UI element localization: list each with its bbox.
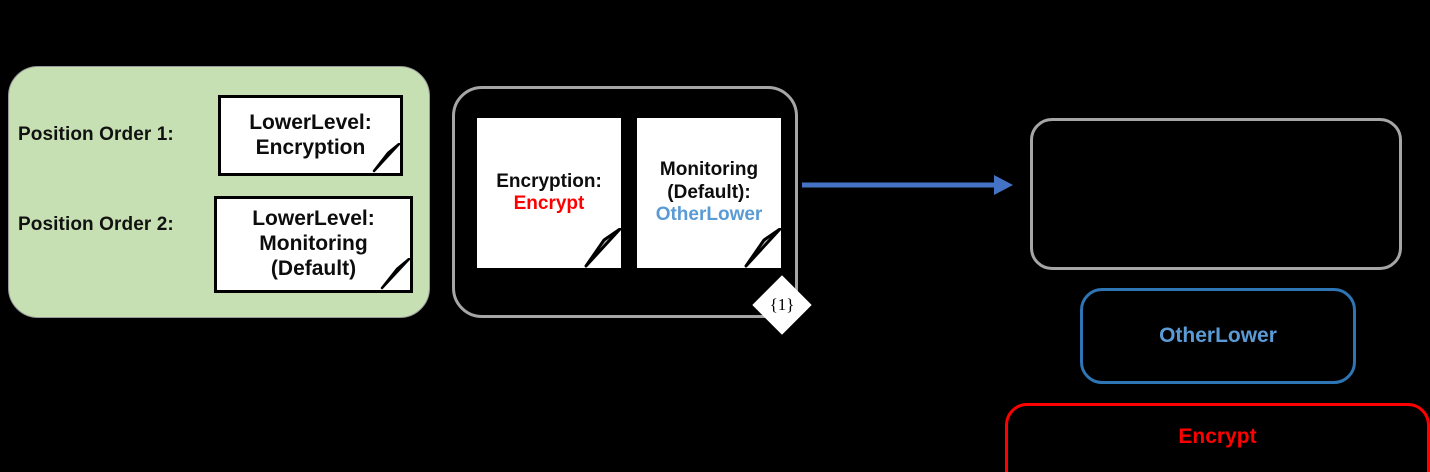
- note-monitoring-text: Monitoring (Default): OtherLower: [650, 159, 769, 226]
- result-box-encrypt: Encrypt: [1005, 403, 1430, 472]
- middle-slot-container: [452, 86, 798, 318]
- note-line-2: Monitoring: [259, 232, 368, 256]
- note-lowerlevel-encryption-text: LowerLevel: Encryption: [243, 111, 378, 161]
- multiplicity-marker: {1}: [752, 275, 812, 335]
- note-encryption-text: Encryption: Encrypt: [490, 171, 608, 216]
- page-fold-icon: [581, 228, 621, 268]
- result-box-otherlower: OtherLower: [1080, 288, 1356, 384]
- note-key-line-2: (Default):: [667, 181, 751, 203]
- note-value: Encrypt: [513, 193, 585, 214]
- note-line-1: LowerLevel:: [249, 110, 372, 134]
- note-line-1: LowerLevel:: [252, 207, 375, 231]
- position-order-1-label: Position Order 1:: [18, 124, 174, 145]
- position-order-2-label: Position Order 2:: [18, 214, 174, 235]
- note-value: OtherLower: [655, 204, 763, 226]
- note-key: Encryption:: [496, 170, 602, 192]
- note-monitoring-otherlower: Monitoring (Default): OtherLower: [634, 115, 784, 271]
- note-line-2: Encryption: [255, 135, 366, 159]
- note-lowerlevel-monitoring: LowerLevel: Monitoring (Default): [214, 196, 413, 293]
- note-encryption-encrypt: Encryption: Encrypt: [474, 115, 624, 271]
- note-line-3: (Default): [270, 256, 357, 280]
- result-encrypt-label: Encrypt: [1178, 425, 1257, 448]
- flow-arrow-icon: [802, 175, 1013, 195]
- note-lowerlevel-monitoring-text: LowerLevel: Monitoring (Default): [246, 207, 381, 281]
- result-empty-box: [1030, 118, 1402, 270]
- note-key-line-1: Monitoring: [659, 159, 759, 181]
- note-lowerlevel-encryption: LowerLevel: Encryption: [218, 95, 403, 176]
- page-fold-icon: [741, 228, 781, 268]
- multiplicity-label: {1}: [769, 295, 795, 314]
- result-otherlower-label: OtherLower: [1159, 324, 1277, 347]
